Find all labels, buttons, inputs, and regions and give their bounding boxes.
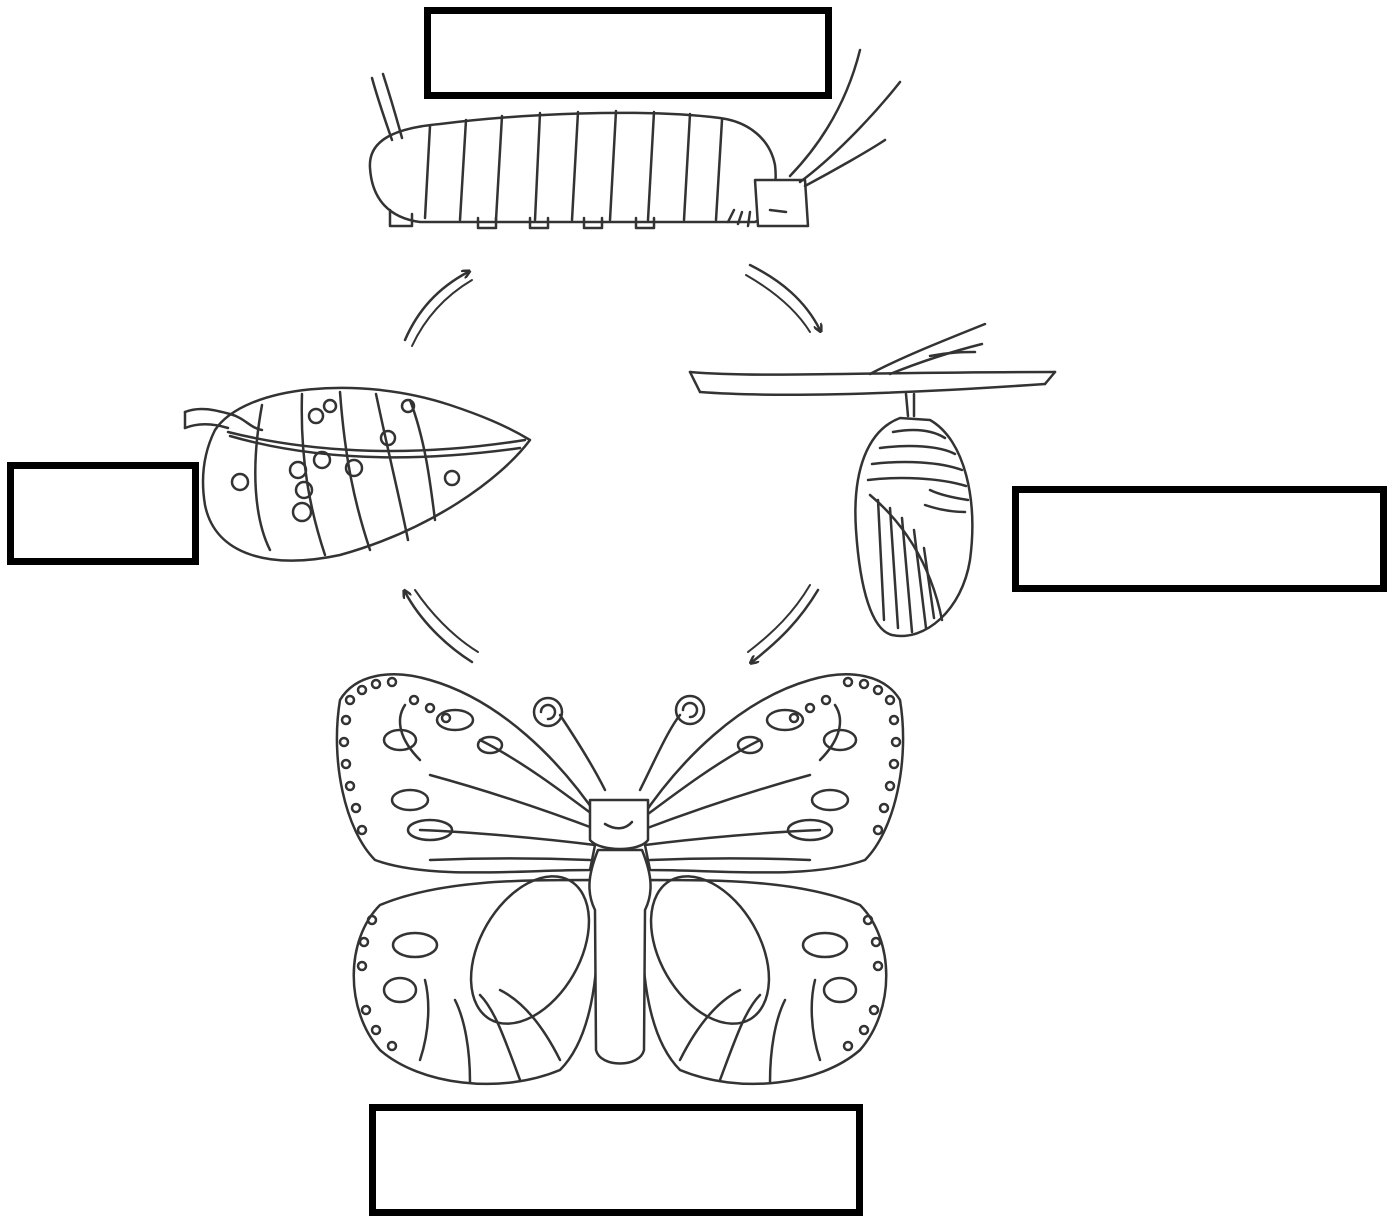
wing-dot <box>860 1026 868 1034</box>
wing-dot <box>860 680 868 688</box>
wing-dot <box>874 826 882 834</box>
butterfly-icon <box>337 674 903 1084</box>
wing-dot <box>372 680 380 688</box>
wing-dot <box>368 916 376 924</box>
label-box-adult[interactable] <box>369 1104 863 1216</box>
cycle-arrow-icon <box>746 265 820 332</box>
wing-dot <box>822 696 830 704</box>
wing-dot <box>360 938 368 946</box>
wing-dot <box>874 686 882 694</box>
label-box-pupa[interactable] <box>1012 486 1387 592</box>
wing-dot <box>346 696 354 704</box>
wing-dot <box>372 1026 380 1034</box>
wing-dot <box>790 714 798 722</box>
wing-dot <box>872 938 880 946</box>
wing-dot <box>426 704 434 712</box>
wing-dot <box>346 782 354 790</box>
wing-dot <box>362 1006 370 1014</box>
label-box-egg[interactable] <box>7 462 199 565</box>
cycle-arrow-icon <box>405 590 478 662</box>
wing-dot <box>880 804 888 812</box>
cycle-arrow-icon <box>748 585 818 662</box>
cycle-arrows <box>405 265 820 662</box>
wing-dot <box>342 760 350 768</box>
wing-dot <box>890 760 898 768</box>
wing-dot <box>806 704 814 712</box>
wing-dot <box>342 716 350 724</box>
wing-dot <box>892 738 900 746</box>
wing-dot <box>886 696 894 704</box>
wing-dot <box>358 962 366 970</box>
wing-dot <box>340 738 348 746</box>
label-box-larva[interactable] <box>424 7 832 99</box>
wing-dot <box>844 678 852 686</box>
wing-dot <box>864 916 872 924</box>
wing-dot <box>388 678 396 686</box>
wing-dot <box>358 826 366 834</box>
cycle-arrow-icon <box>405 272 472 346</box>
wing-dot <box>442 714 450 722</box>
wing-dot <box>890 716 898 724</box>
leaf-with-eggs-icon <box>185 388 530 561</box>
wing-dot <box>886 782 894 790</box>
wing-dot <box>352 804 360 812</box>
wing-dot <box>870 1006 878 1014</box>
wing-dot <box>388 1042 396 1050</box>
chrysalis-icon <box>690 324 1055 636</box>
wing-dot <box>358 686 366 694</box>
wing-dot <box>410 696 418 704</box>
wing-dot <box>874 962 882 970</box>
wing-dot <box>844 1042 852 1050</box>
